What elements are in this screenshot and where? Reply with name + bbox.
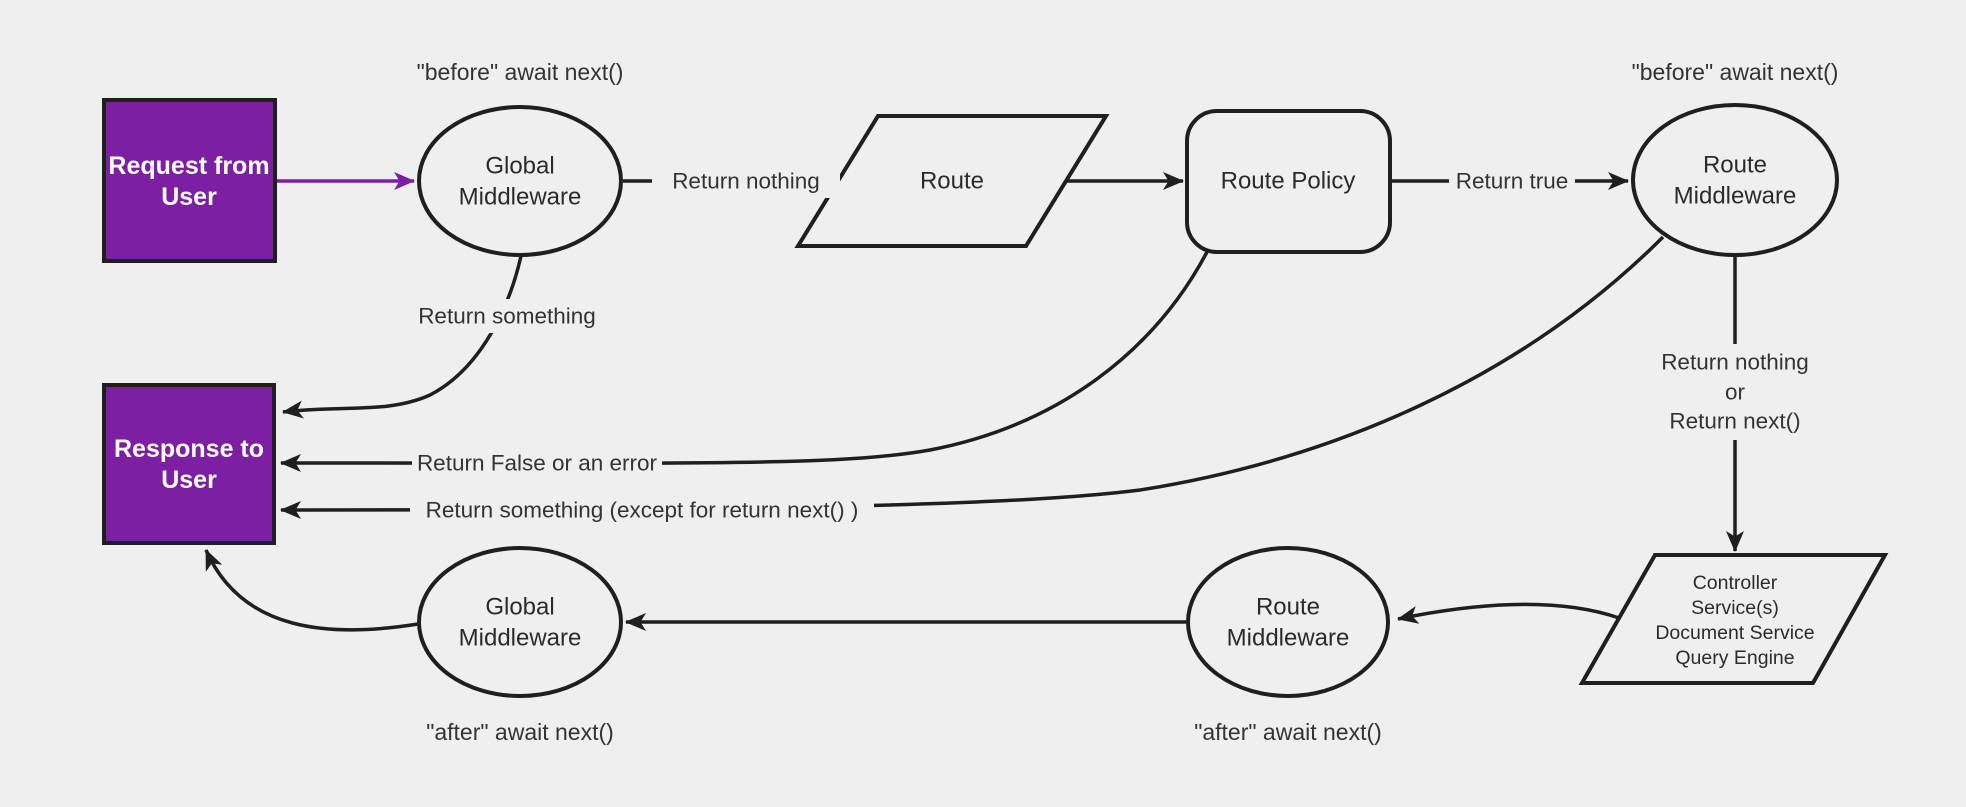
global-middleware-after-label-line2: Middleware bbox=[459, 625, 582, 652]
response-to-user-label-line2: User bbox=[161, 466, 217, 494]
request-from-user-label-line2: User bbox=[161, 183, 217, 211]
edge-global-middleware-to-response bbox=[282, 255, 523, 419]
after-await-next-left-label: "after" await next() bbox=[426, 719, 614, 745]
return-something-label: Return something bbox=[418, 304, 596, 329]
before-await-next-left-label: "before" await next() bbox=[417, 59, 624, 85]
request-from-user-label-line1: Request from bbox=[108, 152, 269, 180]
route-policy-box bbox=[1185, 109, 1392, 254]
route-middleware-after-label-line1: Route bbox=[1256, 594, 1320, 621]
route-middleware-after-ellipse bbox=[1186, 546, 1390, 698]
return-nothing-or-label-line3: Return next() bbox=[1669, 409, 1800, 434]
global-middleware-before-label-line1: Global bbox=[485, 153, 554, 180]
return-false-or-error-label: Return False or an error bbox=[417, 451, 658, 476]
label-background bbox=[652, 164, 840, 198]
global-middleware-after-label-line1: Global bbox=[485, 594, 554, 621]
edge-controller-to-route-middleware-after bbox=[1397, 602, 1620, 624]
return-nothing-label: Return nothing bbox=[672, 169, 820, 194]
return-nothing-or-label-line2: or bbox=[1725, 380, 1746, 405]
response-to-user-box bbox=[102, 383, 276, 545]
route-middleware-before-ellipse bbox=[1631, 103, 1839, 257]
global-middleware-before-ellipse bbox=[417, 105, 623, 257]
label-background bbox=[412, 446, 662, 480]
edge-route-policy-to-response bbox=[280, 251, 1209, 473]
return-true-label: Return true bbox=[1456, 169, 1569, 194]
label-background bbox=[410, 493, 874, 527]
route-policy-label: Route Policy bbox=[1221, 168, 1356, 195]
controller-services-label-line2: Service(s) bbox=[1691, 597, 1779, 619]
route-middleware-after-label-line2: Middleware bbox=[1227, 625, 1350, 652]
controller-services-parallelogram bbox=[1578, 553, 1889, 685]
response-to-user-label-line1: Response to bbox=[114, 435, 264, 463]
return-nothing-or-label-line1: Return nothing bbox=[1661, 350, 1809, 375]
label-background bbox=[1449, 164, 1575, 198]
after-await-next-right-label: "after" await next() bbox=[1194, 719, 1382, 745]
route-middleware-before-label-line1: Route bbox=[1703, 152, 1767, 179]
edge-global-middleware-after-to-response bbox=[204, 549, 419, 632]
request-from-user-box bbox=[102, 98, 277, 263]
route-middleware-before-label-line2: Middleware bbox=[1674, 183, 1797, 210]
global-middleware-after-ellipse bbox=[417, 546, 623, 698]
global-middleware-before-label-line2: Middleware bbox=[459, 184, 582, 211]
route-parallelogram bbox=[794, 114, 1110, 248]
controller-services-label-line4: Query Engine bbox=[1675, 647, 1794, 669]
return-something-except-label: Return something (except for return next… bbox=[426, 498, 859, 523]
controller-services-label-line3: Document Service bbox=[1655, 622, 1814, 644]
route-label: Route bbox=[920, 168, 984, 195]
controller-services-label-line1: Controller bbox=[1693, 572, 1778, 594]
before-await-next-right-label: "before" await next() bbox=[1632, 59, 1839, 85]
label-background bbox=[410, 299, 604, 333]
